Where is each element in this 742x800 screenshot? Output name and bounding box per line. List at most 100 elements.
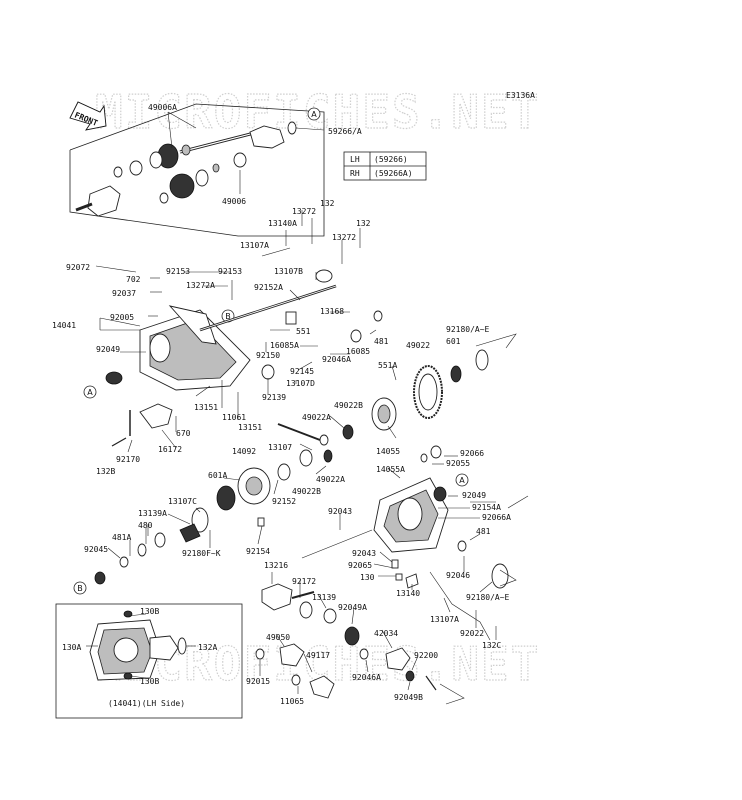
label-92066: 92066 (460, 449, 484, 458)
label-92049A: 92049A (338, 603, 367, 612)
label-92049B: 92049B (394, 693, 423, 702)
label-13168: 13168 (320, 307, 344, 316)
label-92170: 92170 (116, 455, 140, 464)
label-92152: 92152 (272, 497, 296, 506)
table-lh-part: (59266) (374, 155, 408, 164)
label-670: 670 (176, 429, 191, 438)
label-92154: 92154 (246, 547, 270, 556)
label-13139A: 13139A (138, 509, 167, 518)
label-13107D: 13107D (286, 379, 315, 388)
label-130: 130 (360, 573, 375, 582)
diagram-code: E3136A (506, 91, 535, 100)
side-table: LH (59266) RH (59266A) (343, 151, 427, 181)
label-42034: 42034 (374, 629, 398, 638)
label-130B-top: 130B (140, 607, 159, 616)
label-92022: 92022 (460, 629, 484, 638)
label-92145: 92145 (290, 367, 314, 376)
label-92150: 92150 (256, 351, 280, 360)
ring-gear-assembly (277, 349, 489, 467)
drive-shaft-box (69, 103, 325, 237)
label-16085A: 16085A (270, 341, 299, 350)
label-14041: 14041 (52, 321, 76, 330)
table-lh-side: LH (350, 155, 360, 164)
ref-a-top: A (307, 107, 321, 121)
diff-case (94, 463, 291, 585)
label-13107A-b: 13107A (430, 615, 459, 624)
label-92152A: 92152A (254, 283, 283, 292)
label-130B-bottom: 130B (140, 677, 159, 686)
label-14092: 14092 (232, 447, 256, 456)
label-16172: 16172 (158, 445, 182, 454)
label-92046A: 92046A (322, 355, 351, 364)
label-132B: 132B (96, 467, 115, 476)
label-11065: 11065 (280, 697, 304, 706)
pinion-assembly (255, 583, 437, 699)
label-92180AE2: 92180/A~E (466, 593, 510, 602)
table-rh-part: (59266A) (374, 169, 413, 178)
label-92172: 92172 (292, 577, 316, 586)
ref-a-right: A (455, 473, 469, 487)
label-130A: 130A (62, 643, 81, 652)
label-14055: 14055 (376, 447, 400, 456)
label-92200: 92200 (414, 651, 438, 660)
label-92154A: 92154A (472, 503, 501, 512)
label-132-b: 132 (356, 219, 371, 228)
label-132A: 132A (198, 643, 217, 652)
label-13107A: 13107A (240, 241, 269, 250)
connector-lines (301, 333, 529, 705)
label-551A: 551A (378, 361, 397, 370)
label-92139: 92139 (262, 393, 286, 402)
label-16085: 16085 (346, 347, 370, 356)
label-92049-a: 92049 (96, 345, 120, 354)
label-702: 702 (126, 275, 141, 284)
label-49117: 49117 (306, 651, 330, 660)
label-49006: 49006 (222, 197, 246, 206)
label-92072: 92072 (66, 263, 90, 272)
label-13216: 13216 (264, 561, 288, 570)
label-13272-a: 13272 (292, 207, 316, 216)
label-13272-b: 13272 (332, 233, 356, 242)
ref-a-left: A (83, 385, 97, 399)
inset-caption: (14041)(LH Side) (108, 699, 185, 708)
label-132-a: 132 (320, 199, 335, 208)
label-13107B: 13107B (274, 267, 303, 276)
label-13140A: 13140A (268, 219, 297, 228)
part-labels: 49006A 59266/A 49006 132 13272 13140A 13… (52, 103, 511, 706)
svg-text:A: A (459, 476, 465, 485)
label-92005: 92005 (110, 313, 134, 322)
inset-box (55, 603, 243, 719)
label-49022B-b: 49022B (292, 487, 321, 496)
rear-housing (373, 445, 509, 589)
label-13107: 13107 (268, 443, 292, 452)
label-59266A: 59266/A (328, 127, 362, 136)
label-551: 551 (296, 327, 311, 336)
drive-shaft-assembly (75, 121, 297, 217)
label-49022: 49022 (406, 341, 430, 350)
svg-text:B: B (77, 584, 83, 593)
label-92043-a: 92043 (328, 507, 352, 516)
label-92045: 92045 (84, 545, 108, 554)
front-housing (105, 269, 383, 391)
label-601A: 601A (208, 471, 227, 480)
leader-lines (86, 111, 497, 694)
label-49022A: 49022A (302, 413, 331, 422)
label-92015: 92015 (246, 677, 270, 686)
label-92046: 92046 (446, 571, 470, 580)
label-49006A: 49006A (148, 103, 177, 112)
label-92065: 92065 (348, 561, 372, 570)
label-49050: 49050 (266, 633, 290, 642)
svg-text:A: A (87, 388, 93, 397)
sensor-assembly (111, 403, 173, 447)
label-13151-a: 13151 (194, 403, 218, 412)
label-92049-b: 92049 (462, 491, 486, 500)
label-92180FK: 92180F~K (182, 549, 221, 558)
label-49022B: 49022B (334, 401, 363, 410)
label-481A: 481A (112, 533, 131, 542)
label-11061: 11061 (222, 413, 246, 422)
label-92055: 92055 (446, 459, 470, 468)
ref-b-left: B (73, 581, 87, 595)
label-480: 480 (138, 521, 153, 530)
label-92046A-b: 92046A (352, 673, 381, 682)
inset-labels: 130B 130A 132A 130B (14041)(LH Side) (62, 607, 217, 708)
